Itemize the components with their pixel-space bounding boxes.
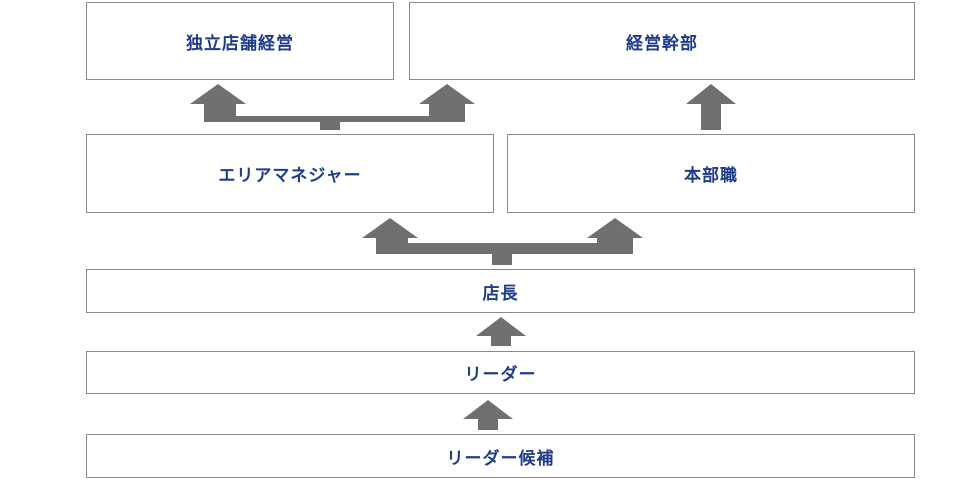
fork-arrow-lower-icon <box>362 218 643 265</box>
label-store-manager: 店長 <box>482 283 519 304</box>
box-independent-management: 独立店舗経営 <box>86 2 394 80</box>
label-independent-management: 独立店舗経営 <box>186 33 294 54</box>
arrow-leader-to-store-manager-icon <box>476 317 526 346</box>
box-executive: 経営幹部 <box>409 2 915 80</box>
label-area-manager: エリアマネジャー <box>218 166 362 186</box>
box-leader: リーダー <box>86 351 915 394</box>
box-store-manager: 店長 <box>86 269 915 313</box>
label-executive: 経営幹部 <box>626 33 698 54</box>
fork-arrow-upper-icon <box>190 84 475 130</box>
arrow-candidate-to-leader-icon <box>463 400 513 430</box>
box-headquarters: 本部職 <box>507 134 915 213</box>
label-headquarters: 本部職 <box>684 166 738 186</box>
box-leader-candidate: リーダー候補 <box>86 434 915 478</box>
box-area-manager: エリアマネジャー <box>86 134 494 213</box>
label-leader-candidate: リーダー候補 <box>446 448 555 469</box>
arrow-headquarters-to-executive-icon <box>686 84 736 130</box>
label-leader: リーダー <box>464 365 537 385</box>
